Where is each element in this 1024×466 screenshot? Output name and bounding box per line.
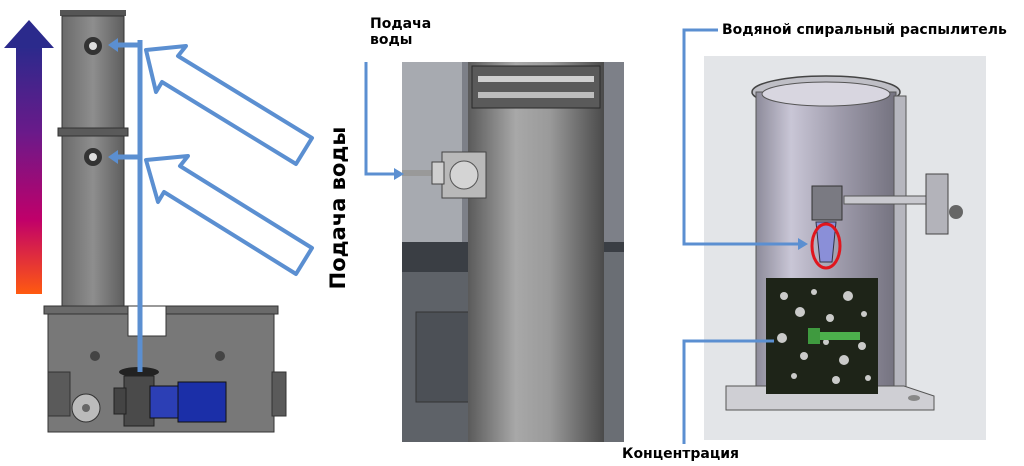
water-supply-photo-label: Подача воды	[370, 16, 432, 48]
schematic-drawing	[4, 10, 314, 433]
water-supply-vertical-label: Подача воды	[318, 126, 358, 290]
concentration-label: Концентрация	[622, 446, 740, 462]
pump	[113, 367, 227, 427]
right-drawing	[704, 56, 986, 440]
gradient-arrow	[4, 20, 54, 294]
hollow-arrow-upper	[144, 44, 314, 166]
cutaway-drawing	[725, 75, 963, 411]
water-supply-vertical-text: Подача воды	[326, 126, 350, 290]
photo-drawing	[402, 62, 624, 442]
scrubber-column	[57, 10, 129, 309]
spiral-sprayer-label: Водяной спиральный распылитель	[722, 22, 1007, 38]
hollow-arrow-lower	[144, 154, 314, 276]
middle-photo	[402, 62, 624, 442]
left-schematic	[0, 0, 370, 466]
water-supply-lines	[108, 38, 143, 372]
base-housing	[43, 305, 287, 433]
